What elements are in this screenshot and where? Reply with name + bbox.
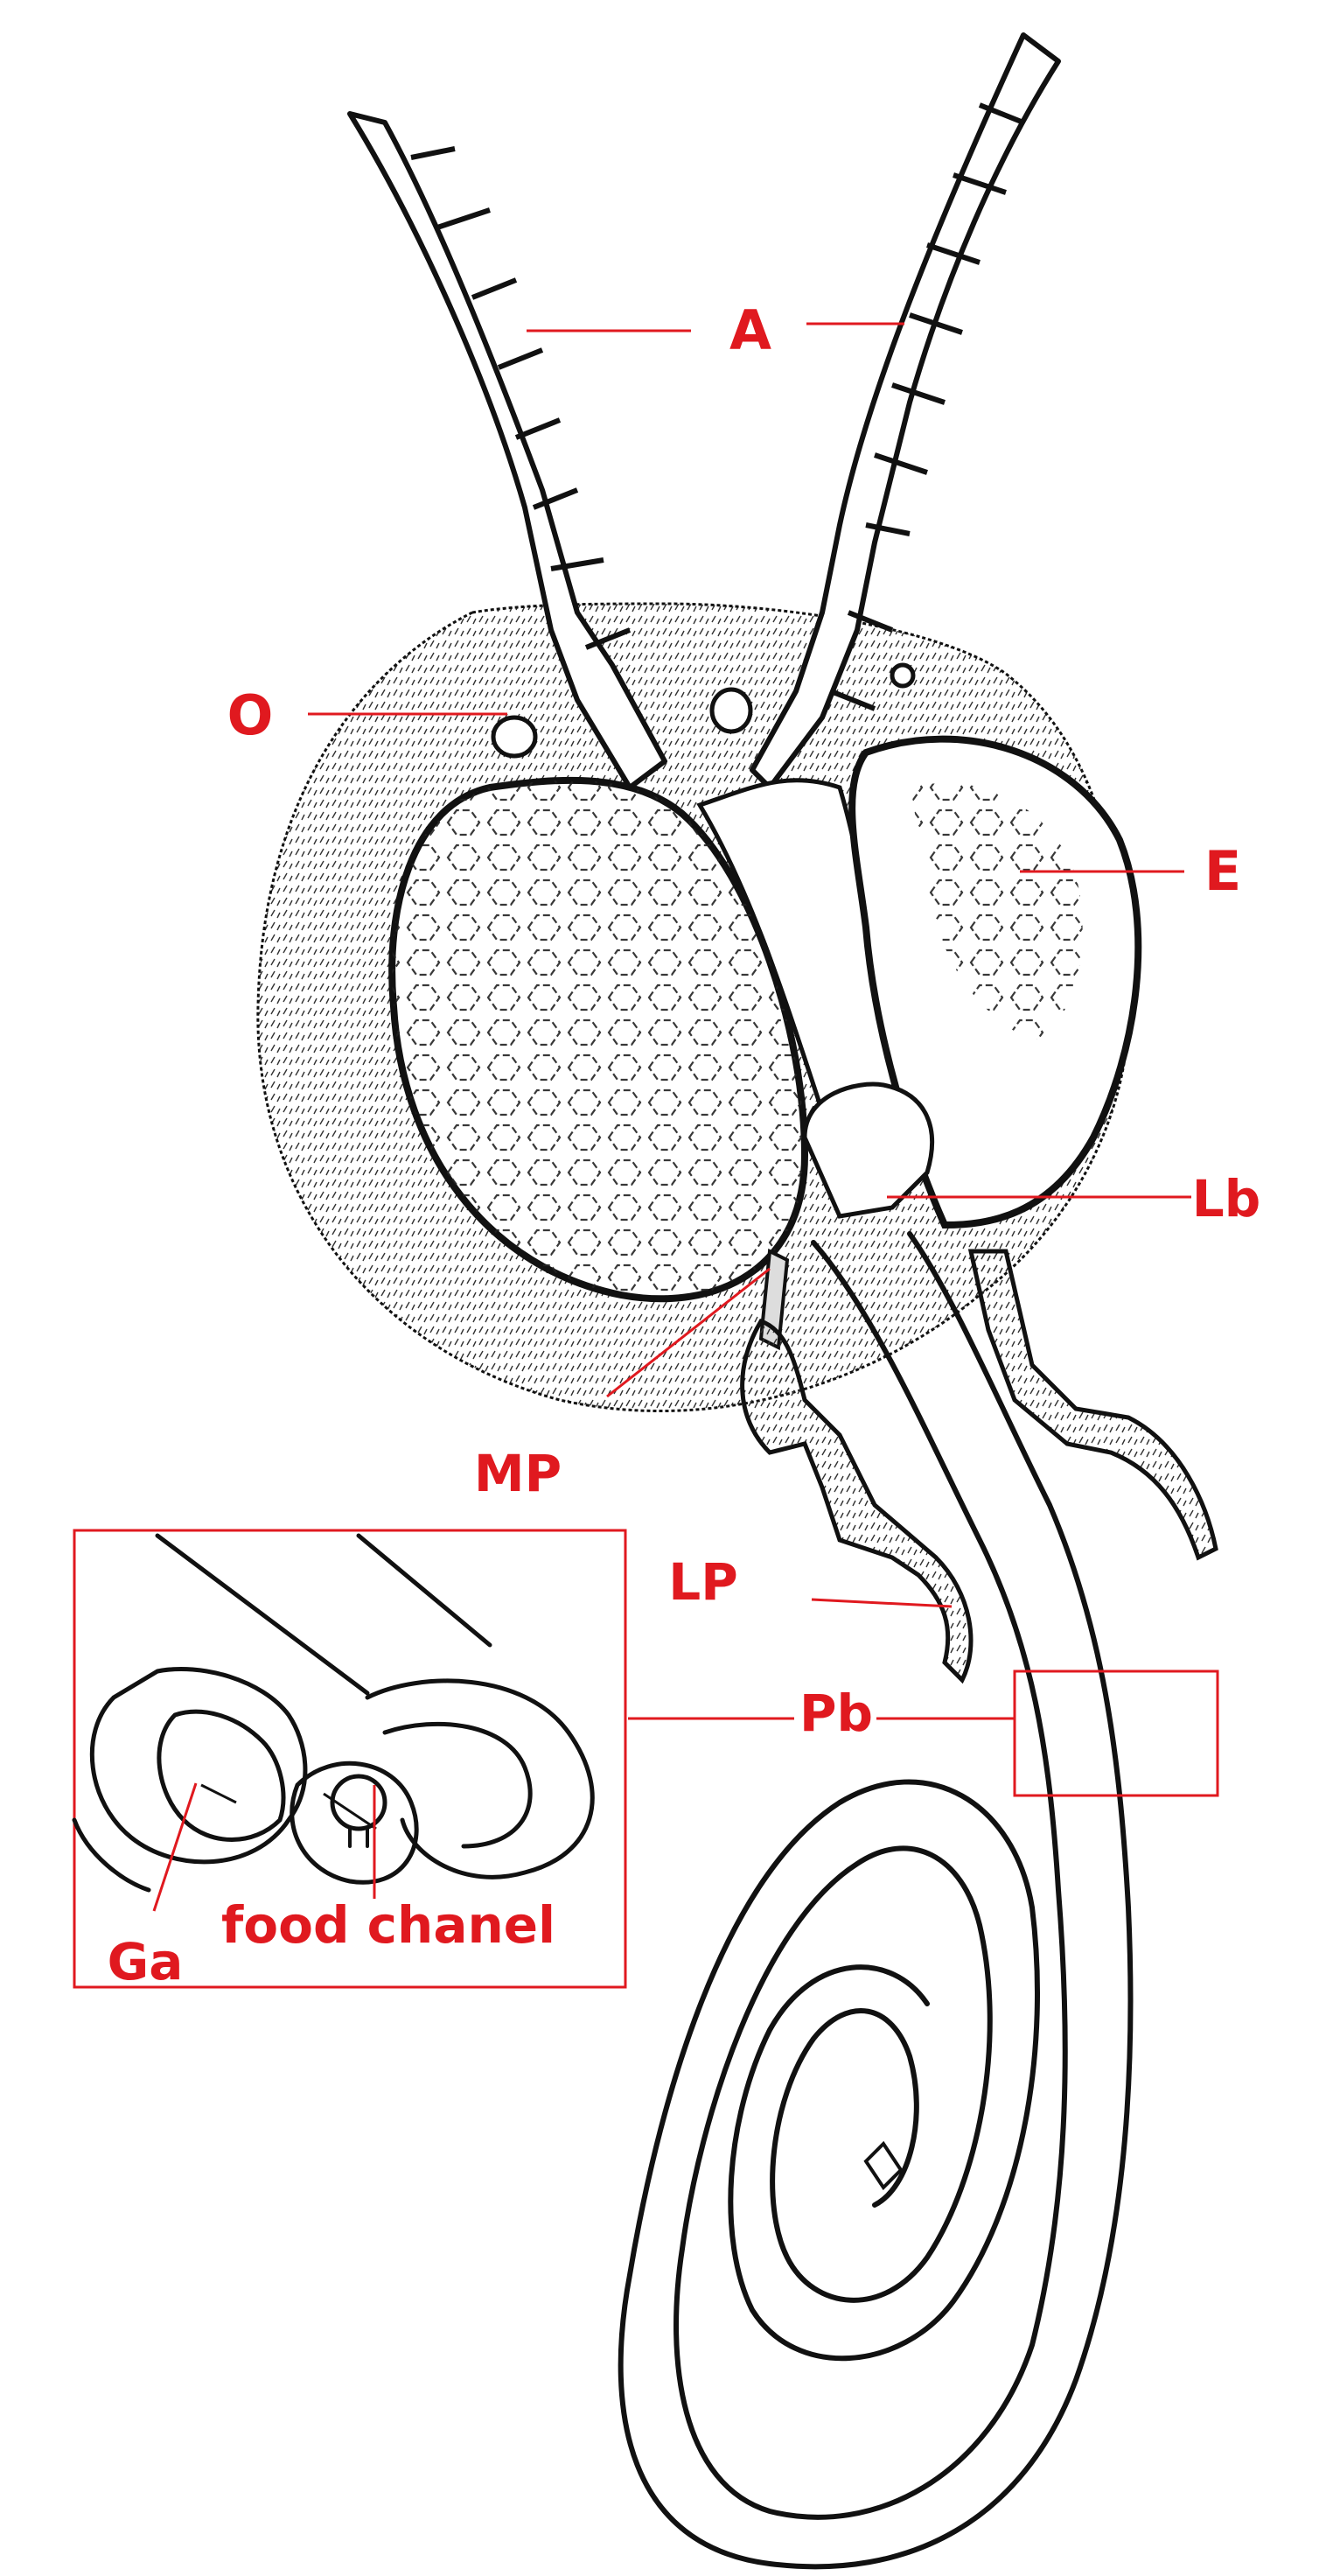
inset-tube-line-1 (155, 1533, 370, 1696)
label-ocellus: O (227, 683, 274, 747)
label-labrum: Lb (1191, 1169, 1261, 1228)
cross-section-inset (72, 1529, 627, 1989)
label-proboscis: Pb (799, 1684, 874, 1743)
leader-maxillary-palp (606, 1267, 771, 1398)
label-food-channel: food chanel (221, 1895, 555, 1955)
labrum (802, 1082, 935, 1219)
left-labial-palp (740, 1318, 974, 1684)
proboscis (618, 1231, 1134, 2570)
right-compound-eye (848, 735, 1142, 1229)
inset-tube-line-2 (356, 1533, 492, 1648)
label-labial-palp: LP (668, 1552, 738, 1612)
leader-galea (152, 1782, 198, 1912)
left-compound-eye (388, 776, 809, 1303)
right-labial-palp (967, 1249, 1218, 1561)
leader-lines (152, 322, 1191, 1912)
label-eye: E (1204, 839, 1242, 903)
label-maxillary-palp: MP (473, 1444, 562, 1503)
leader-labial-palp (811, 1598, 953, 1608)
ocelli (491, 662, 916, 759)
right-antenna (750, 32, 1061, 790)
label-antenna: A (729, 298, 771, 362)
label-galea: Ga (107, 1932, 184, 1992)
magnified-region-box (1013, 1670, 1219, 1797)
left-antenna (347, 111, 667, 790)
